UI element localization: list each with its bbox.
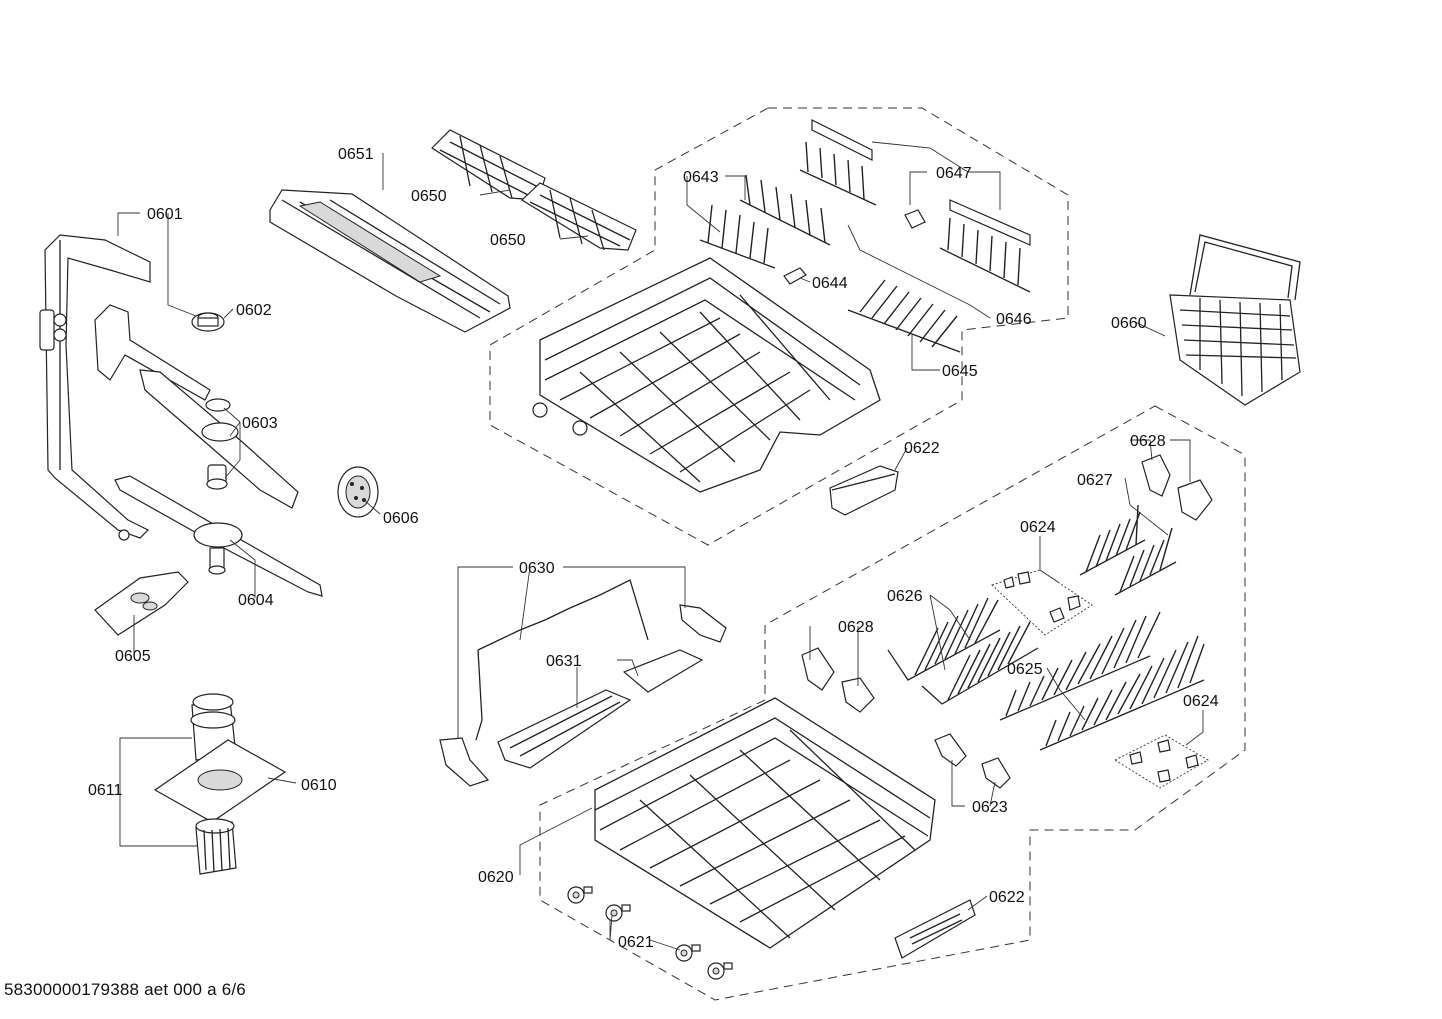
cutlery-tray-insert-2 [521,182,637,251]
callout-0645: 0645 [942,363,978,380]
callout-0623: 0623 [972,799,1008,816]
clip-0628-upper-a [1141,454,1171,497]
callout-0650-upper: 0650 [411,188,447,205]
holder-set-0624-lower [1114,734,1209,789]
lower-basket-group-outline [539,405,1246,1001]
callout-0620: 0620 [478,869,514,886]
callout-0626: 0626 [887,588,923,605]
holder-set-0624-upper [991,569,1093,636]
cutlery-basket [1169,234,1301,406]
basket-handle-cover-lower [894,899,976,959]
callout-0624-upper: 0624 [1020,519,1056,536]
upper-spray-arm [94,304,299,509]
callout-0621: 0621 [618,934,654,951]
document-code: 58300000179388 aet 000 a 6/6 [4,980,246,999]
tine-rack-0626 [887,597,1039,705]
lower-basket [594,697,936,949]
tine-rack-0625 [999,611,1205,751]
clip-0628-lower-b [841,677,875,713]
callout-0611: 0611 [88,782,123,799]
wire-guide-0630 [439,579,727,787]
callout-0647: 0647 [936,165,972,182]
callout-0622-upper: 0622 [904,440,940,457]
callout-0651: 0651 [338,146,374,163]
round-filter-disc [337,466,379,518]
callout-0660: 0660 [1111,315,1147,332]
cup-rack-0645 [847,279,961,353]
spray-supply-pipe [39,234,151,541]
callout-0602: 0602 [236,302,272,319]
callout-0624-lower: 0624 [1183,693,1219,710]
callout-0628-lower: 0628 [838,619,874,636]
upper-basket-group-outline [489,107,1069,546]
sump-filter-assembly [153,693,287,875]
lower-spray-arm [114,475,323,597]
wheel-0621-3 [675,944,701,962]
callout-0646: 0646 [996,311,1032,328]
callout-0650-lower: 0650 [490,232,526,249]
leader-lines [117,141,1204,951]
callout-0606: 0606 [383,510,419,527]
callout-0603: 0603 [242,415,278,432]
wheel-0621-4 [707,962,733,980]
clip-ring [191,312,225,332]
cup-rack-0643 [699,174,831,269]
callout-0601: 0601 [147,206,183,223]
callout-0627: 0627 [1077,472,1113,489]
filter-cover-plate [94,571,189,636]
clip-0623-b [981,757,1011,789]
callout-0644: 0644 [812,275,848,292]
tine-rack-0631-left [497,689,632,769]
callout-0604: 0604 [238,592,274,609]
cup-rack-0647 [799,119,1031,293]
clip-0623-a [934,733,967,767]
tine-rack-0631-right [622,649,704,693]
callout-0628-upper: 0628 [1130,433,1166,450]
callout-0605: 0605 [115,648,151,665]
folding-rack-0627 [1079,504,1177,596]
wheel-0621-1 [567,886,593,904]
small-clip-0644 [783,267,807,285]
clip-0628-lower-a [801,647,835,691]
holder-clip-0647 [904,209,926,229]
callout-0631: 0631 [546,653,582,670]
callout-labels: 0601 0602 0603 0604 0605 0606 0610 0611 … [88,146,1219,951]
cutlery-tray-insert-1 [431,129,546,201]
cutlery-tray [269,189,511,333]
callout-0610: 0610 [301,777,337,794]
callout-0625: 0625 [1007,661,1043,678]
callout-0643: 0643 [683,169,719,186]
wheel-0621-2 [605,904,631,922]
callout-0622-lower: 0622 [989,889,1025,906]
upper-basket [532,257,881,493]
clip-0628-upper-b [1177,479,1213,521]
basket-handle-cover-upper [829,465,899,516]
callout-0630: 0630 [519,560,555,577]
